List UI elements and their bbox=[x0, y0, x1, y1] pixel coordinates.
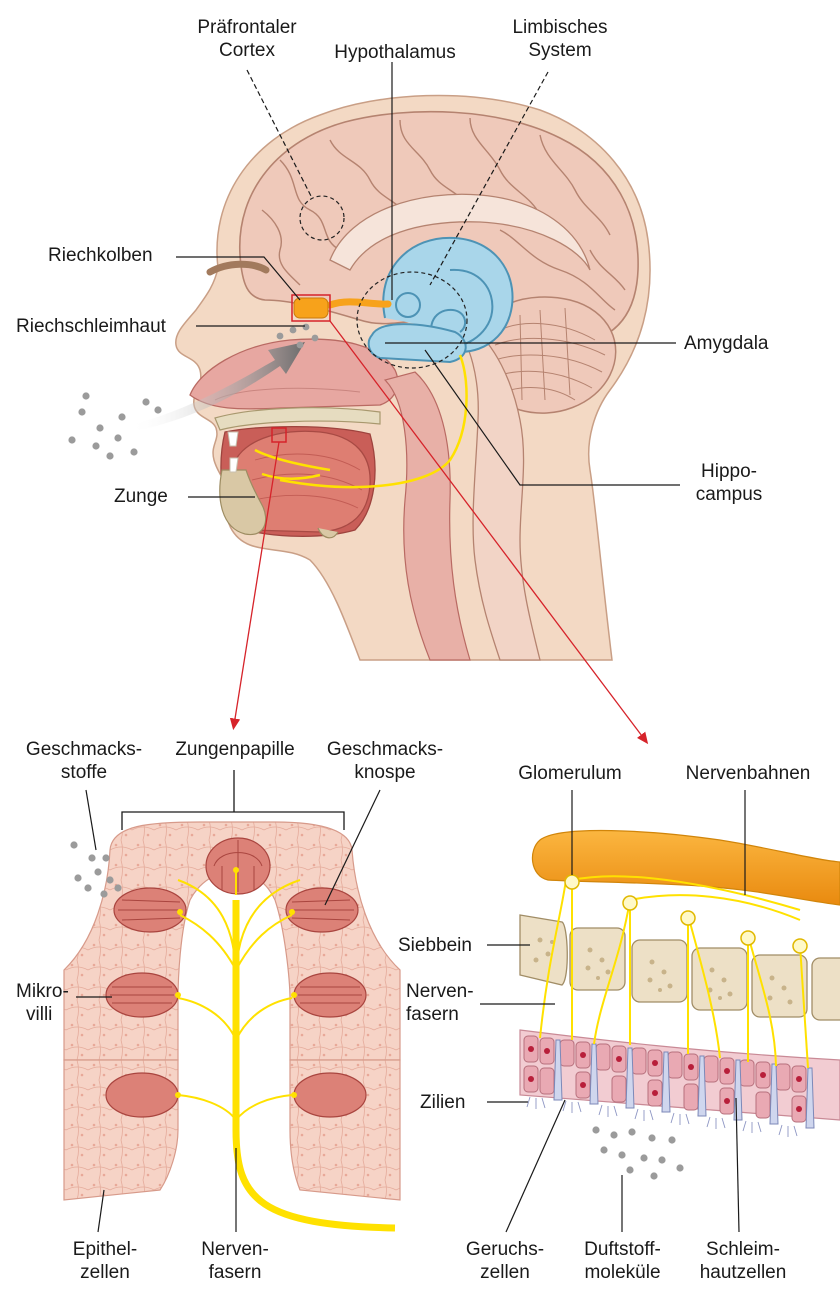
ethmoid-bone bbox=[519, 914, 840, 1021]
olfactory-tract bbox=[326, 298, 392, 309]
papilla-detail bbox=[63, 770, 401, 1232]
brain-gyri bbox=[261, 117, 626, 311]
head-illustration bbox=[68, 94, 651, 745]
taste-bud bbox=[293, 972, 367, 1018]
taste-bud bbox=[105, 972, 179, 1018]
papilla-leader-lines bbox=[76, 789, 381, 1233]
cortex-dashed-circle bbox=[299, 195, 345, 241]
olfactory-detail bbox=[519, 829, 840, 1180]
nose-detail-frame bbox=[291, 294, 331, 322]
taste-buds-lower bbox=[105, 1072, 367, 1118]
papilla-nerve-fibers bbox=[177, 868, 396, 1232]
brain-stem bbox=[453, 324, 541, 661]
pointer-to-nose-detail bbox=[329, 320, 649, 745]
taste-bud bbox=[113, 887, 187, 933]
hyoid-bone bbox=[317, 527, 339, 539]
teeth bbox=[227, 431, 239, 473]
label-riechkolben: Riechkolben bbox=[48, 245, 153, 266]
nerve-endings bbox=[175, 867, 297, 1098]
limbic-system bbox=[367, 236, 514, 364]
pointer-to-tongue-detail bbox=[229, 441, 280, 731]
olfactory-nerve-tract bbox=[531, 829, 840, 906]
odor-molecules bbox=[68, 323, 319, 460]
cerebrum bbox=[239, 110, 639, 346]
taste-bud bbox=[205, 837, 271, 895]
taste-bud bbox=[285, 887, 359, 933]
olfactory-cells bbox=[523, 1035, 815, 1129]
pharynx bbox=[383, 371, 471, 661]
olfactory-leader-lines bbox=[480, 790, 746, 1233]
ethmoid-pores bbox=[533, 937, 793, 1005]
label-amygdala: Amygdala bbox=[684, 333, 769, 354]
jaw-bone bbox=[219, 469, 267, 536]
label-glomerulum: Glomerulum bbox=[518, 763, 622, 784]
label-duftstoffmolekuele: Duftstoff-moleküle bbox=[584, 1239, 661, 1283]
corpus-callosum bbox=[329, 193, 591, 271]
head-leader-lines bbox=[176, 62, 680, 498]
nasal-cavity bbox=[189, 338, 399, 410]
label-nervenbahnen: Nervenbahnen bbox=[685, 763, 811, 784]
label-mikrovilli: Mikro-villi bbox=[16, 981, 69, 1025]
label-geruchszellen: Geruchs-zellen bbox=[465, 1239, 545, 1283]
label-geschmacksstoffe: Geschmacks-stoffe bbox=[25, 739, 143, 783]
label-siebbein: Siebbein bbox=[398, 935, 472, 956]
label-zilien: Zilien bbox=[420, 1092, 466, 1113]
taste-molecules bbox=[70, 841, 122, 898]
label-hypothalamus: Hypothalamus bbox=[334, 42, 456, 63]
limbic-dashed-circle bbox=[356, 271, 468, 369]
label-epithelzellen: Epithel-zellen bbox=[72, 1239, 138, 1283]
label-zungenpapille: Zungenpapille bbox=[175, 739, 295, 760]
olfactory-nerve-fibers bbox=[539, 875, 809, 1069]
head-nerves bbox=[254, 354, 468, 489]
eyebrow bbox=[206, 260, 270, 276]
tongue-muscle bbox=[251, 453, 363, 509]
odor-molecules-detail bbox=[592, 1126, 684, 1180]
label-zunge: Zunge bbox=[114, 486, 168, 507]
label-schleimhautzellen: Schleim-hautzellen bbox=[699, 1239, 787, 1283]
label-hippocampus: Hippo-campus bbox=[695, 461, 763, 505]
label-nervenfasern-left: Nerven-fasern bbox=[201, 1239, 269, 1283]
glomeruli bbox=[564, 874, 808, 954]
papilla-bracket bbox=[121, 811, 345, 830]
airflow-arrow bbox=[130, 342, 305, 432]
palate bbox=[214, 407, 381, 431]
olfactory-bulb bbox=[293, 297, 329, 319]
label-geschmacksknospe: Geschmacks-knospe bbox=[326, 739, 444, 783]
label-nervenfasern-right: Nerven-fasern bbox=[406, 981, 474, 1025]
cilia bbox=[526, 1096, 798, 1137]
label-riechschleimhaut: Riechschleimhaut bbox=[16, 316, 166, 337]
